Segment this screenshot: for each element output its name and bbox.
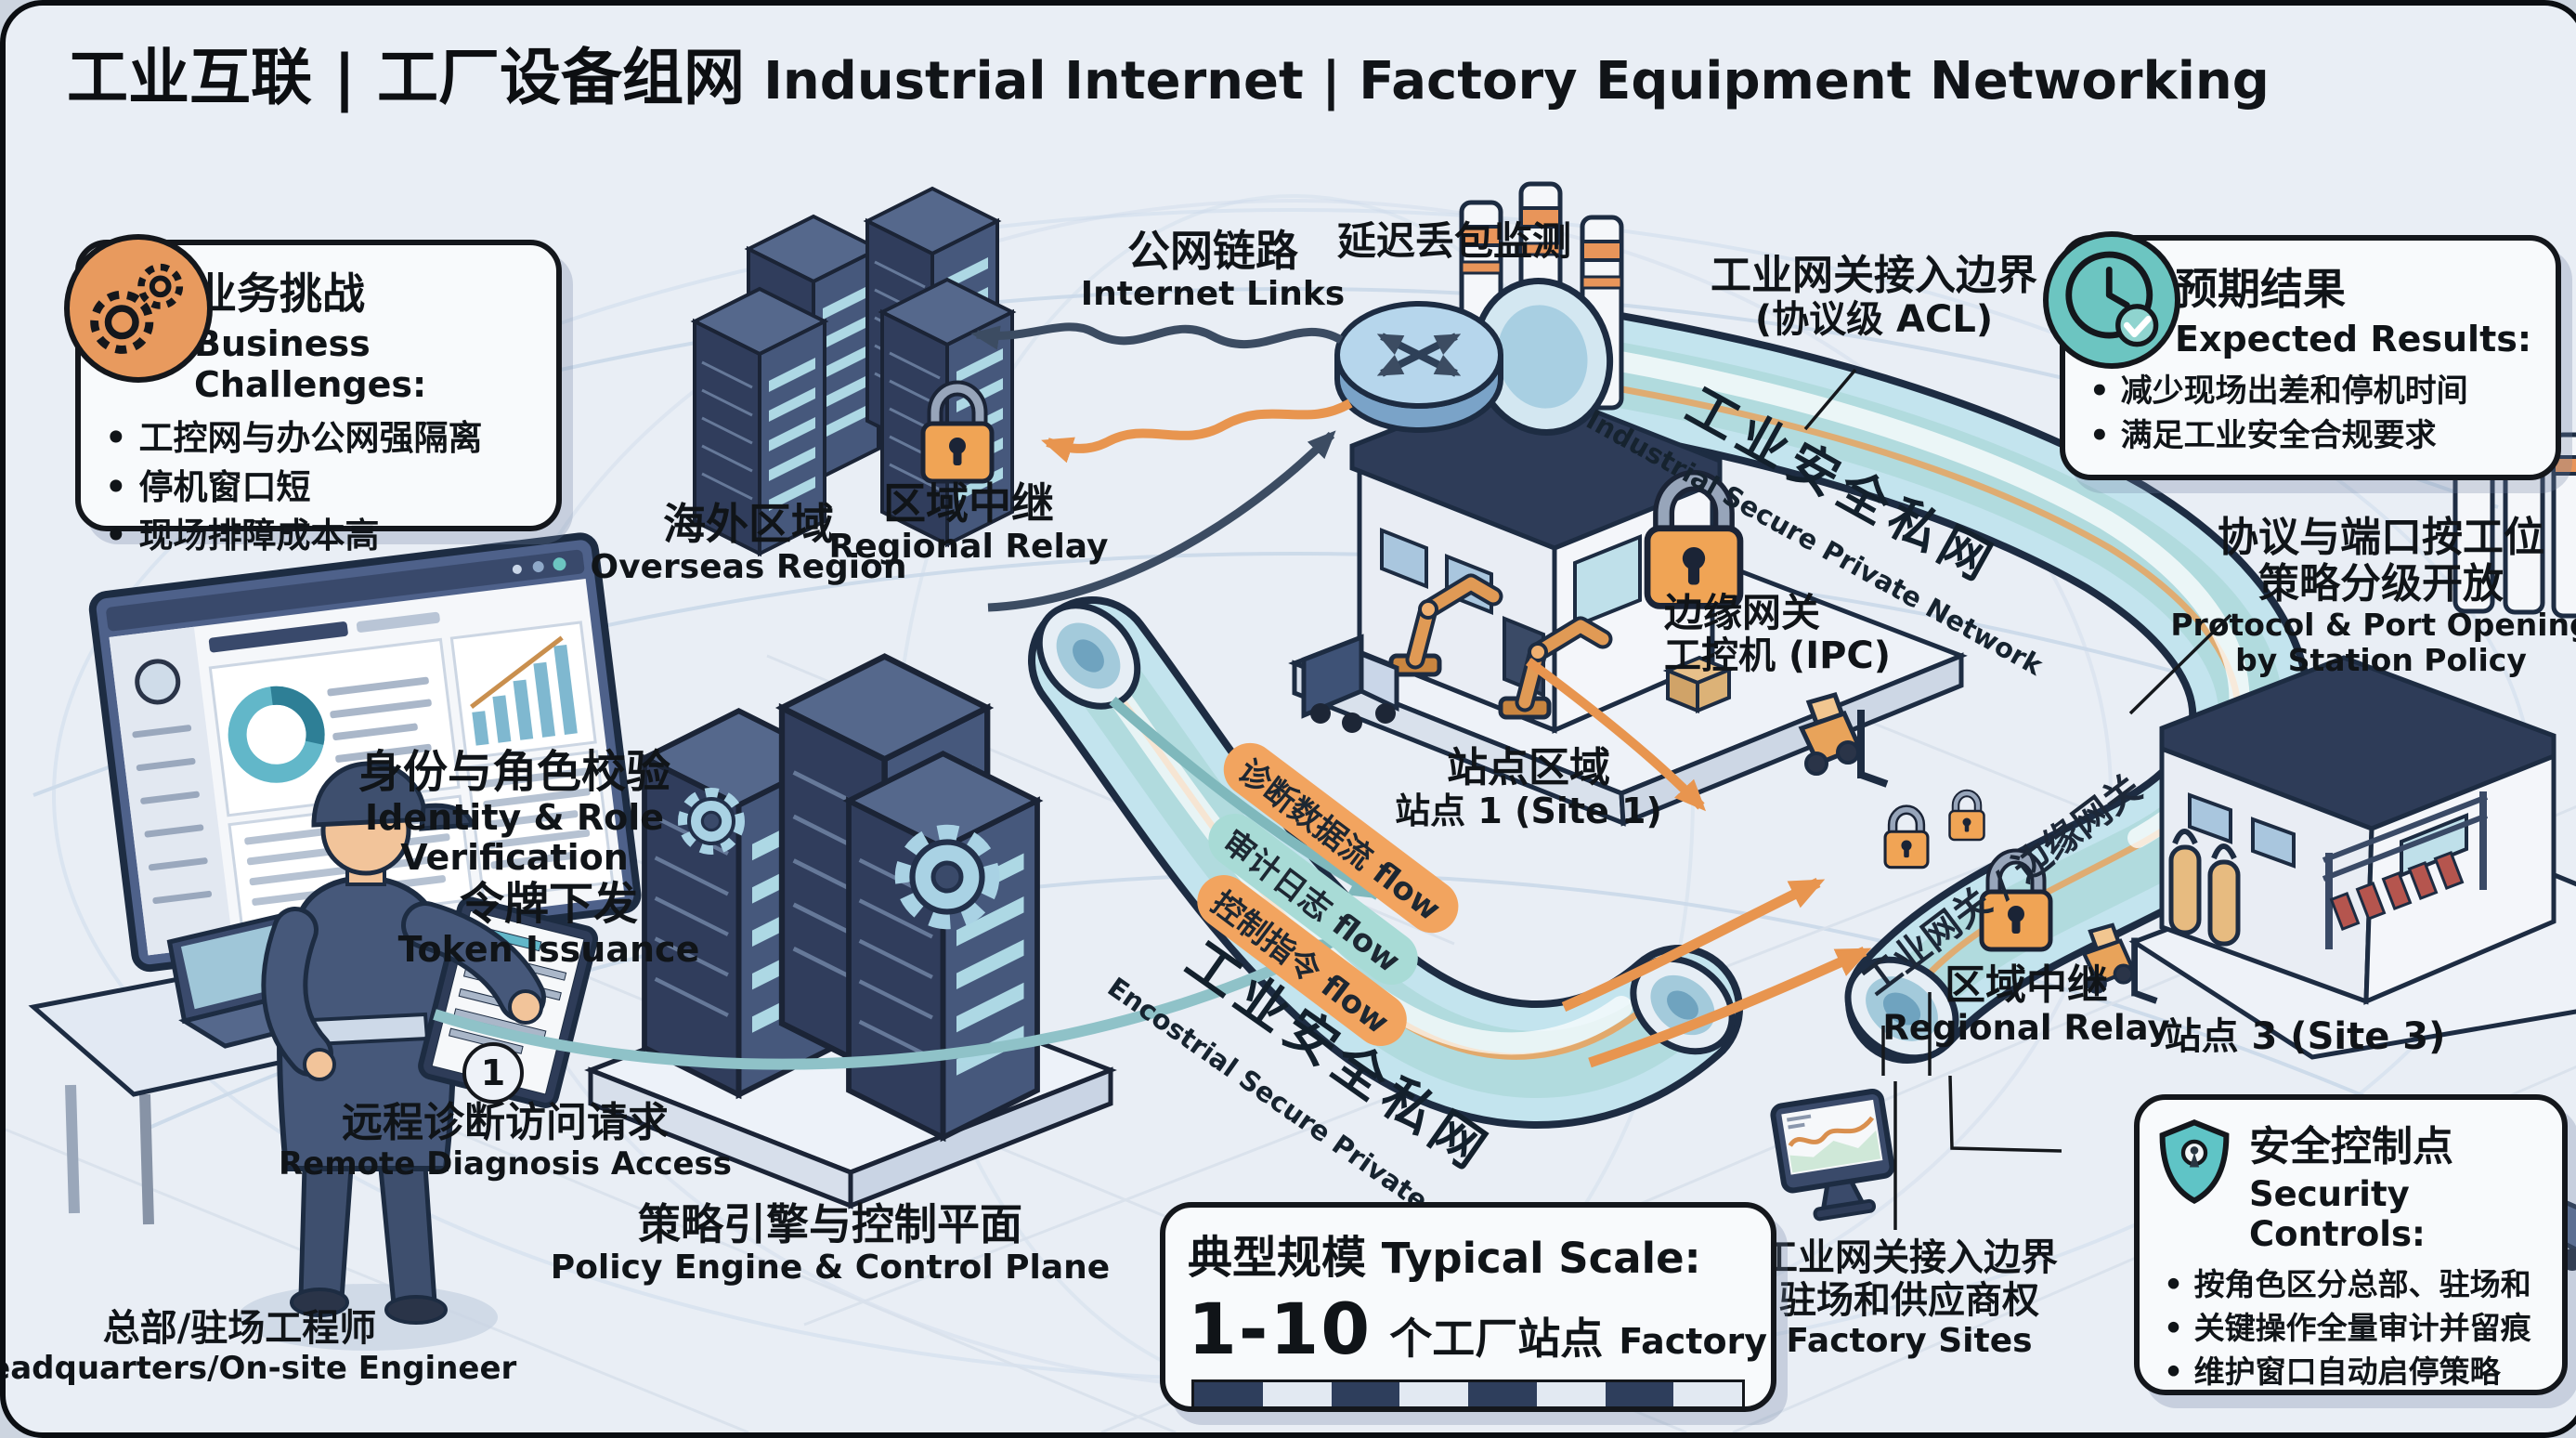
label-protocol-port: 协议与端口按工位 策略分级开放 Protocol & Port Opening … [2170, 514, 2576, 678]
label-regional-relay-right: 区域中继 Regional Relay [1882, 961, 2170, 1049]
bullet-item: 关键操作全量审计并留痕 [2164, 1307, 2549, 1351]
policy-engine-servers [584, 657, 1117, 1209]
bullet-item: 停机窗口短 [105, 464, 543, 513]
tank-icon [2168, 829, 2241, 947]
label-regional-relay-top: 区域中继 Regional Relay [828, 478, 1109, 567]
callout-head: 业务挑战 Business Challenges: [81, 245, 556, 407]
truck-icon [1301, 634, 1399, 733]
conveyor-icon [2322, 791, 2489, 949]
label-overseas-region: 海外区域 Overseas Region [590, 499, 907, 587]
callout-typical-scale: 典型规模 Typical Scale: 1-10 个工厂站点 Factory [1160, 1202, 1776, 1412]
bullet-item: 减少现场出差和停机时间 [2089, 369, 2543, 413]
callout-business-challenges: 业务挑战 Business Challenges: 工控网与办公网强隔离 停机窗… [64, 234, 562, 556]
page-title: 工业互联 | 工厂设备组网 Industrial Internet | Facto… [67, 28, 2270, 117]
scale-unit-zh: 个工厂站点 [1389, 1314, 1604, 1364]
callout-security-controls: 安全控制点 Security Controls: 按角色区分总部、驻场和 关键操… [2134, 1094, 2568, 1395]
label-policy-engine: 策略引擎与控制平面 Policy Engine & Control Plane [550, 1199, 1111, 1288]
scale-title: 典型规模 Typical Scale: [1188, 1221, 1749, 1286]
scale-title-en: Typical Scale: [1381, 1234, 1701, 1283]
shield-keyhole-icon [2154, 1117, 2234, 1211]
label-factory-sites: 工业网关接入边界 驻场和供应商权 Factory Sites [1761, 1236, 2058, 1361]
factory-site3 [2128, 400, 2576, 1060]
scale-bar [1191, 1379, 1745, 1409]
callout-title-zh: 安全控制点 [2249, 1123, 2453, 1170]
callout-bullets: 减少现场出差和停机时间 满足工业安全合规要求 [2065, 361, 2556, 459]
scene-art [6, 181, 2576, 1432]
scale-unit-en: Factory [1619, 1321, 1768, 1362]
callout-title-en: Business Challenges: [194, 323, 427, 405]
scale-value-line: 1-10 个工厂站点 Factory [1188, 1288, 1767, 1370]
label-internet-links: 公网链路 Internet Links [1080, 226, 1346, 314]
label-engineer: 总部/驻场工程师 Headquarters/On-site Engineer [0, 1307, 517, 1387]
pipe-mouth-ring [1471, 278, 1614, 436]
bullet-item: 满足工业安全合规要求 [2089, 413, 2543, 458]
label-site3: 站点 3 (Site 3) [2164, 1015, 2446, 1058]
label-latency-monitoring: 延迟丢包监测 [1336, 218, 1572, 264]
label-site-area: 站点区域 站点 1 (Site 1) [1395, 744, 1662, 832]
page-title-en: Industrial Internet | Factory Equipment … [763, 51, 2270, 111]
scale-title-zh: 典型规模 [1188, 1232, 1367, 1284]
label-token-issuance: 令牌下发 Token Issuance [397, 878, 700, 970]
bullet-item: 维护窗口自动启停策略 [2164, 1351, 2549, 1394]
scale-value: 1-10 [1188, 1288, 1373, 1370]
flow-arrows [433, 322, 1872, 1070]
callout-bullets: 按角色区分总部、驻场和 关键操作全量审计并留痕 维护窗口自动启停策略 [2140, 1256, 2562, 1394]
callout-lines [1803, 368, 2232, 1230]
callout-bullets: 工控网与办公网强隔离 停机窗口短 现场排障成本高 [81, 407, 556, 561]
clock-check-icon [2043, 231, 2180, 369]
callout-title-en: Security Controls: [2249, 1174, 2426, 1254]
callout-head: 安全控制点 Security Controls: [2140, 1100, 2562, 1256]
bullet-item: 现场排障成本高 [105, 512, 543, 561]
page-title-zh: 工业互联 | 工厂设备组网 [67, 42, 746, 113]
robot-arm-icon [1388, 573, 1613, 720]
pipe-endcap [1035, 602, 1141, 710]
monitor-chart-icon [1770, 1088, 1895, 1222]
router-icon [1334, 301, 1503, 433]
label-gateway-boundary-acl: 工业网关接入边界 (协议级 ACL) [1711, 252, 2037, 342]
label-identity-verification: 身份与角色校验 Identity & Role Verification [358, 746, 671, 879]
callout-expected-results: 预期结果 Expected Results: 减少现场出差和停机时间 满足工业安… [2043, 231, 2561, 480]
bullet-item: 工控网与办公网强隔离 [105, 414, 543, 464]
gears-icon [64, 234, 213, 383]
crate-icon [1662, 655, 1735, 713]
callout-head: 预期结果 Expected Results: [2065, 241, 2556, 361]
label-edge-gateway: 边缘网关 工控机 (IPC) [1664, 590, 1892, 677]
callout-title-zh: 业务挑战 [194, 268, 365, 319]
step1-badge: 1 [462, 1042, 524, 1104]
engineer-figure [261, 761, 598, 1325]
label-remote-diagnosis: 远程诊断访问请求 Remote Diagnosis Access [278, 1099, 733, 1183]
callout-title-zh: 预期结果 [2175, 264, 2346, 314]
engineer-scene [28, 532, 642, 1351]
bullet-item: 按角色区分总部、驻场和 [2164, 1263, 2549, 1307]
callout-title-en: Expected Results: [2175, 319, 2532, 360]
